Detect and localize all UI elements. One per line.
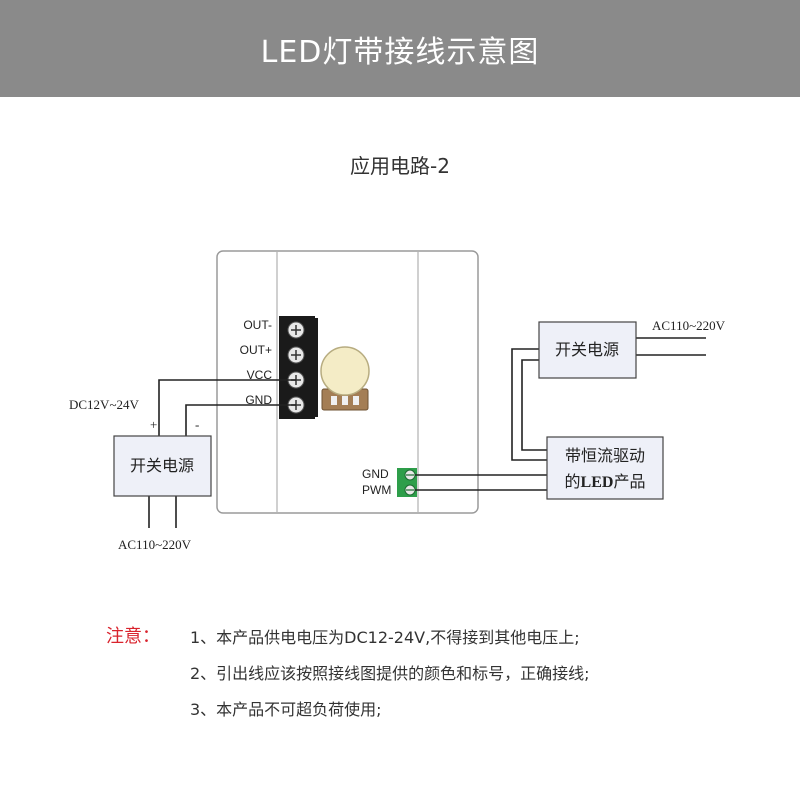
terminal-label-gnd: GND xyxy=(245,393,272,407)
header-bar: LED灯带接线示意图 xyxy=(0,0,800,97)
terminal-screw-out-minus xyxy=(287,321,305,339)
output-terminal-icon xyxy=(397,468,417,497)
plus-sign-label: + xyxy=(150,417,157,432)
left-power-supply-label: 开关电源 xyxy=(130,456,194,475)
right-wiring xyxy=(415,337,706,491)
left-wiring xyxy=(148,379,296,528)
left-power-supply-box xyxy=(113,435,212,497)
led-label-suffix: 产品 xyxy=(613,472,645,491)
note-item-1: 1、本产品供电电压为DC12-24V,不得接到其他电压上; xyxy=(190,628,580,647)
right-power-supply-label: 开关电源 xyxy=(555,340,619,359)
notes-label: 注意： xyxy=(106,626,160,647)
led-product-box xyxy=(546,436,664,500)
pwm-output-label: PWM xyxy=(362,483,391,497)
knob-potentiometer-icon xyxy=(320,346,370,411)
page-title: LED灯带接线示意图 xyxy=(260,34,540,70)
note-item-2: 2、引出线应该按照接线图提供的颜色和标号，正确接线; xyxy=(190,664,590,683)
right-ac-voltage-label: AC110~220V xyxy=(652,318,726,333)
terminal-label-out-plus: OUT+ xyxy=(240,343,272,357)
dc-voltage-label: DC12V~24V xyxy=(69,397,139,412)
terminal-label-out-minus: OUT- xyxy=(243,318,272,332)
led-label-prefix: 的 xyxy=(565,472,581,491)
terminal-block-edge xyxy=(312,318,318,417)
gnd-output-label: GND xyxy=(362,467,389,481)
terminal-label-vcc: VCC xyxy=(247,368,273,382)
right-power-supply-box xyxy=(538,321,637,379)
led-label-bold: LED xyxy=(581,474,614,491)
led-product-label-line2: 的LED产品 xyxy=(565,472,646,491)
note-item-3: 3、本产品不可超负荷使用; xyxy=(190,700,382,719)
minus-sign-label: - xyxy=(195,417,199,432)
led-product-label-line1: 带恒流驱动 xyxy=(565,446,645,465)
terminal-screw-out-plus xyxy=(287,346,305,364)
left-ac-voltage-label: AC110~220V xyxy=(118,537,192,552)
diagram-subtitle: 应用电路-2 xyxy=(350,154,450,178)
